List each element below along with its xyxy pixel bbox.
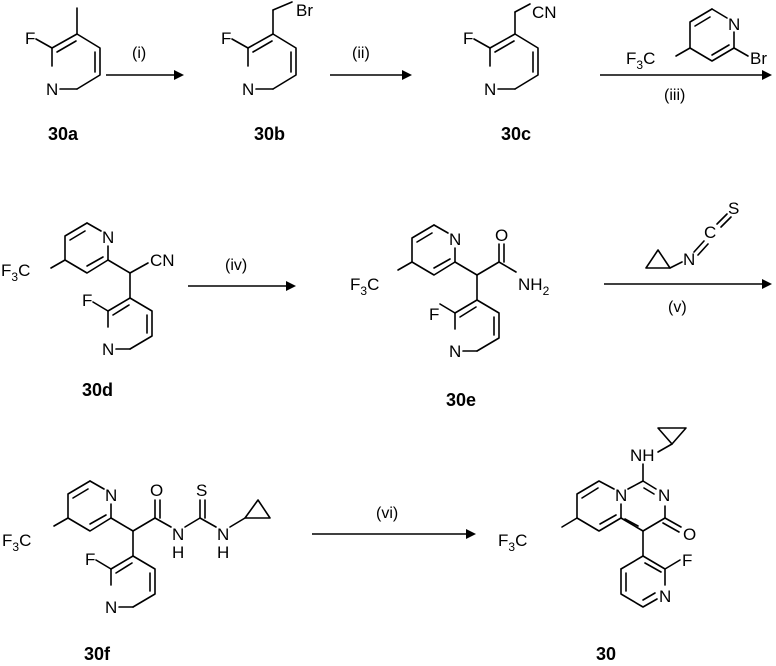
atom-N: N [449, 342, 461, 361]
atom-N: N [105, 598, 117, 617]
atom-O: O [683, 525, 696, 544]
atom-S: S [728, 199, 739, 218]
atom-N: N [105, 486, 117, 505]
condition-v: (v) [668, 299, 687, 316]
compound-30a-structure: F N [25, 7, 101, 99]
condition-vi: (vi) [376, 505, 398, 522]
condition-iv: (iv) [225, 257, 247, 274]
atom-F: F [82, 291, 92, 310]
arrowhead-vi [466, 529, 476, 539]
reagent-cyclopropyl-isothiocyanate: N C S [645, 199, 739, 269]
compound-label-30b: 30b [254, 124, 285, 144]
compound-30d-structure: N F3C CN F N [1, 222, 175, 359]
atom-F: F [463, 29, 473, 48]
atom-N: N [46, 80, 58, 99]
reagent-2-bromo-4-trifluoromethylpyridine: N Br F3C [626, 8, 767, 72]
atom-O: O [495, 226, 508, 245]
atom-N: N [615, 486, 627, 505]
condition-ii: (ii) [352, 45, 370, 62]
atom-Br: Br [296, 1, 313, 20]
cf3-group: F3C [498, 531, 527, 554]
atom-F: F [429, 305, 439, 324]
atom-N: N [102, 228, 114, 247]
atom-N: N [683, 250, 695, 269]
atom-N: N [659, 587, 671, 606]
atom-N: N [484, 80, 496, 99]
compound-30c-structure: F N CN [463, 3, 557, 99]
atom-F: F [221, 29, 231, 48]
atom-S: S [196, 481, 207, 500]
atom-H: H [217, 543, 229, 562]
atom-CN: CN [532, 3, 557, 22]
arrowhead-ii [402, 70, 412, 80]
amide-nh2: NH2 [518, 275, 550, 298]
compound-label-30f: 30f [84, 644, 111, 664]
cf3-group: F3C [2, 531, 31, 554]
atom-O: O [150, 481, 163, 500]
compound-label-30a: 30a [48, 124, 79, 144]
condition-iii: (iii) [664, 87, 685, 104]
compound-label-30d: 30d [82, 380, 113, 400]
atom-N: N [217, 525, 229, 544]
cf3-group: F3C [1, 261, 30, 284]
compound-label-30e: 30e [446, 390, 476, 410]
atom-N: N [172, 525, 184, 544]
atom-CN: CN [150, 251, 175, 270]
compound-30e-structure: N F3C O NH2 F N [350, 224, 550, 361]
condition-i: (i) [132, 45, 146, 62]
atom-F: F [682, 551, 692, 570]
arrowhead-i [174, 70, 184, 80]
atom-N: N [449, 230, 461, 249]
cf3-group: F3C [350, 275, 379, 298]
amine-nh: NH [630, 446, 655, 465]
arrowhead-iii [762, 70, 772, 80]
cf3-group: F3C [626, 49, 655, 72]
compound-30-structure: N F3C N O NH F N [498, 427, 696, 608]
atom-N: N [102, 340, 114, 359]
atom-N: N [242, 80, 254, 99]
compound-label-30c: 30c [501, 124, 531, 144]
compound-30b-structure: F N Br [221, 1, 313, 99]
atom-N: N [658, 486, 670, 505]
atom-F: F [85, 550, 95, 569]
atom-F: F [25, 29, 35, 48]
arrowhead-v [762, 279, 772, 289]
compound-label-30: 30 [596, 644, 616, 664]
compound-30f-structure: N F3C O N H S N H F N [2, 480, 271, 617]
atom-N: N [728, 15, 740, 34]
arrowhead-iv [286, 281, 296, 291]
atom-C: C [704, 223, 716, 242]
atom-H: H [172, 543, 184, 562]
atom-Br: Br [750, 49, 767, 68]
